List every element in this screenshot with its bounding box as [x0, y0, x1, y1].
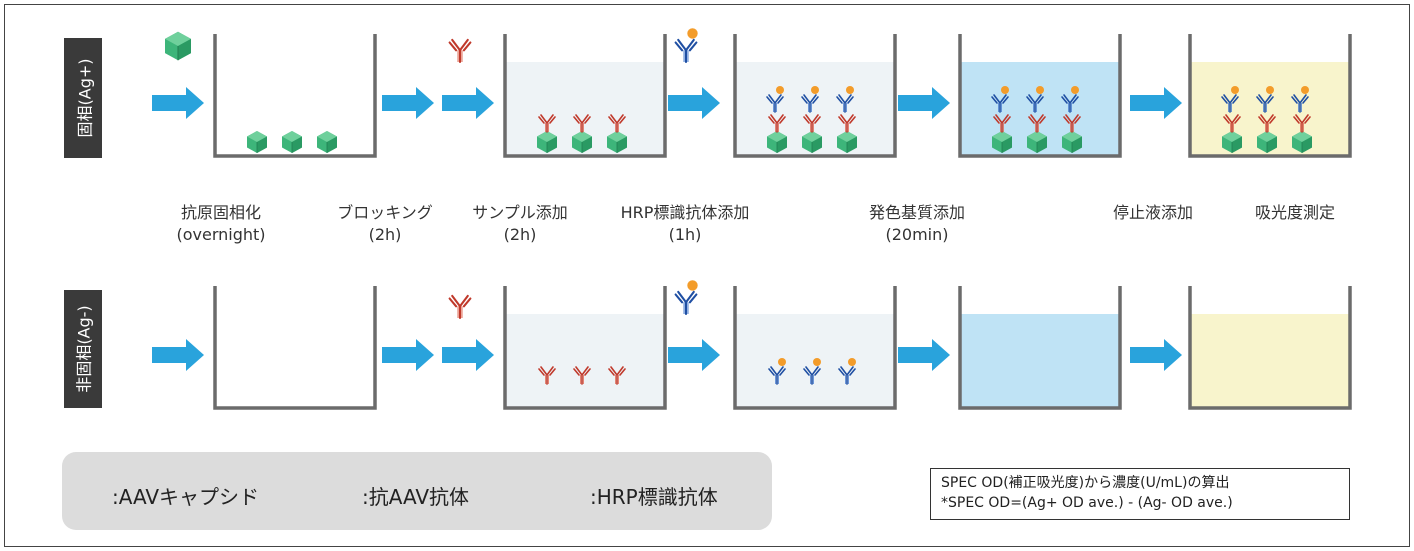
hrp-antibody-icon [674, 27, 699, 64]
step-title: ブロッキング [337, 203, 433, 222]
arrow-icon [898, 339, 950, 371]
step-duration: (1h) [668, 225, 702, 244]
note-line-2: *SPEC OD=(Ag+ OD ave.) - (Ag- OD ave.) [941, 495, 1233, 511]
well-outline [503, 34, 667, 158]
capsid-icon [281, 130, 303, 154]
step-title: 発色基質添加 [868, 203, 965, 222]
arrow-icon [1130, 87, 1182, 119]
step-title: 停止液添加 [1112, 203, 1193, 222]
step-duration: (20min) [885, 225, 949, 244]
legend-hrp-label: :HRP標識抗体 [590, 485, 718, 509]
note-line-1: SPEC OD(補正吸光度)から濃度(U/mL)の算出 [941, 475, 1230, 491]
hrp-antibody-icon [674, 279, 699, 316]
step-title: HRP標識抗体添加 [620, 203, 750, 222]
well-outline [1188, 34, 1352, 158]
capsid-icon [246, 130, 268, 154]
step-sample-addition: サンプル添加 (2h) [445, 202, 595, 246]
capsid-icon [164, 31, 192, 61]
arrow-icon [1130, 339, 1182, 371]
well [733, 286, 897, 410]
antibody-icon [448, 38, 472, 64]
step-duration: (2h) [503, 225, 537, 244]
step-title: 抗原固相化 [180, 203, 261, 222]
capsid-icon [316, 130, 338, 154]
row-label-solid-phase: 固相(Ag+) [64, 38, 102, 158]
step-absorbance: 吸光度測定 [1220, 202, 1370, 224]
step-blocking: ブロッキング (2h) [310, 202, 460, 246]
well-liquid [505, 314, 665, 408]
well-outline [958, 34, 1122, 158]
step-duration: (2h) [368, 225, 402, 244]
step-hrp-antibody: HRP標識抗体添加 (1h) [600, 202, 770, 246]
arrow-icon [668, 339, 720, 371]
arrow-icon [668, 87, 720, 119]
well-outline [733, 286, 897, 410]
step-stop-solution: 停止液添加 [1078, 202, 1228, 224]
well [958, 286, 1122, 410]
well [503, 286, 667, 410]
calculation-note: SPEC OD(補正吸光度)から濃度(U/mL)の算出 *SPEC OD=(Ag… [930, 468, 1350, 520]
row-label-non-solid-phase: 非固相(Ag-) [64, 290, 102, 408]
well-liquid [1190, 314, 1350, 408]
well-outline [503, 286, 667, 410]
well-outline [213, 286, 377, 410]
arrow-icon [898, 87, 950, 119]
row-label-text: 固相(Ag+) [75, 58, 94, 138]
arrow-icon [382, 339, 434, 371]
well-outline [958, 286, 1122, 410]
arrow-icon [442, 87, 494, 119]
legend-capsid-label: :AAVキャプシド [112, 485, 260, 509]
well [213, 34, 377, 158]
step-substrate: 発色基質添加 (20min) [842, 202, 992, 246]
step-title: サンプル添加 [472, 203, 568, 222]
well [213, 286, 377, 410]
arrow-icon [382, 87, 434, 119]
step-duration: (overnight) [176, 225, 266, 244]
step-antigen-coating: 抗原固相化 (overnight) [146, 202, 296, 246]
well-outline [213, 34, 377, 158]
row-label-text: 非固相(Ag-) [75, 305, 94, 393]
legend-antibody-label: :抗AAV抗体 [362, 485, 470, 509]
well-outline [733, 34, 897, 158]
arrow-icon [152, 339, 204, 371]
diagram-frame [4, 4, 1410, 547]
step-title: 吸光度測定 [1254, 203, 1335, 222]
legend [62, 452, 772, 530]
well-outline [1188, 286, 1352, 410]
arrow-icon [442, 339, 494, 371]
well-liquid [960, 314, 1120, 408]
arrow-icon [152, 87, 204, 119]
antibody-icon [448, 294, 472, 320]
well [1188, 286, 1352, 410]
